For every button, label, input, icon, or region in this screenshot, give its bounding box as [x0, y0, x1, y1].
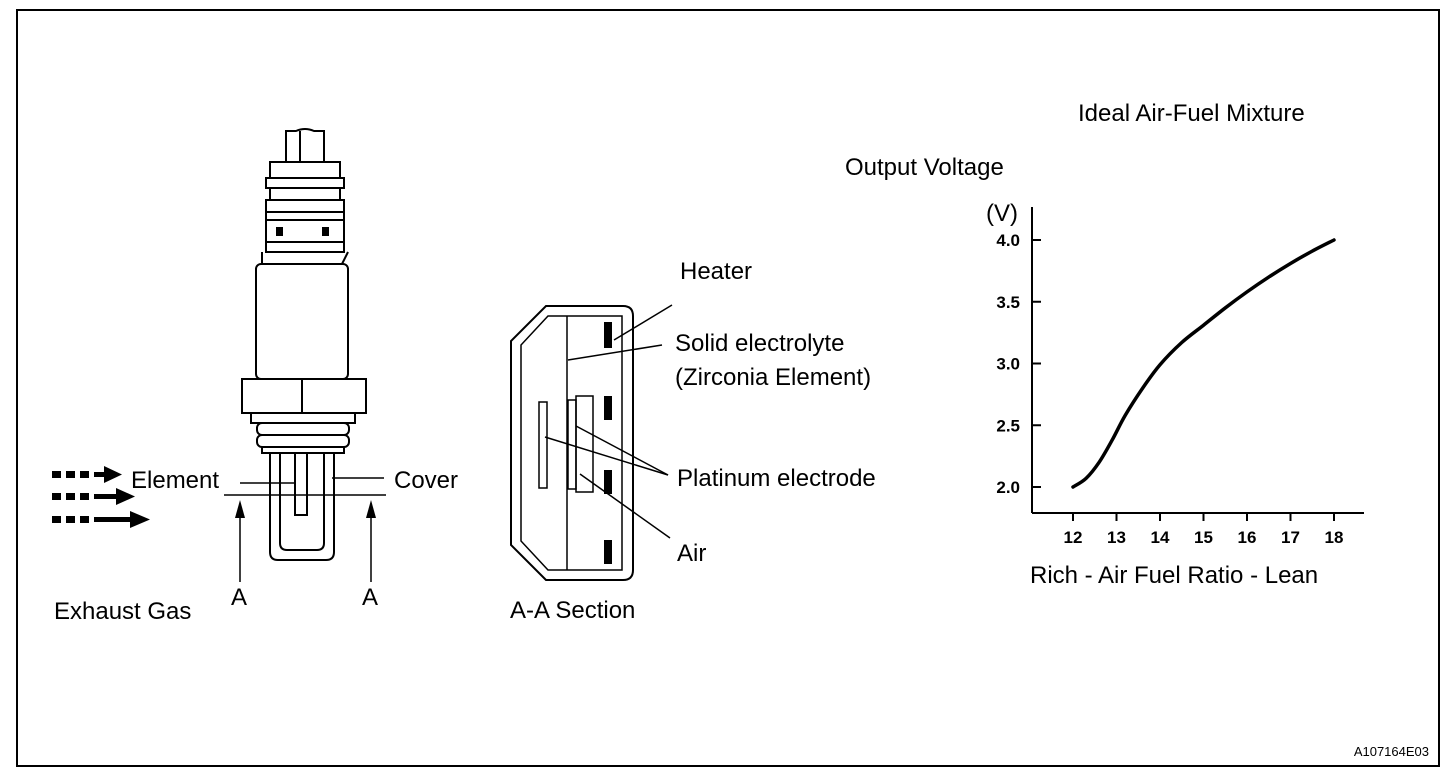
section-arrow-left-head: [235, 500, 245, 518]
solid-electrolyte-leader-line: [567, 344, 663, 361]
chart-marks: 12 13 14 15 16 17 18 2.0 2.5 3.0 3.5 4.0: [996, 231, 1343, 547]
section-mark-right: A: [362, 584, 378, 611]
section-leader-lines: [544, 304, 673, 539]
exhaust-gas-arrows: [52, 466, 150, 528]
sensor-terminal: [285, 128, 325, 164]
chart-y-tick-label: 2.0: [996, 478, 1020, 497]
sensor-boot-segment: [269, 161, 341, 179]
sensor-boot-hole: [322, 227, 329, 236]
exhaust-gas-label: Exhaust Gas: [54, 598, 191, 625]
chart-x-tick-label: 14: [1151, 528, 1170, 547]
platinum-electrode-label: Platinum electrode: [677, 465, 876, 492]
heater-element: [604, 540, 612, 564]
sensor-boot-segment: [265, 211, 345, 221]
air-label: Air: [677, 540, 706, 567]
sensor-thread: [250, 412, 356, 424]
sensor-boot-segment: [269, 187, 341, 201]
chart-y-tick-label: 3.0: [996, 355, 1020, 374]
air-leader-line: [579, 473, 671, 539]
exhaust-arrow: [52, 488, 135, 505]
chart-y-axis-unit: (V): [986, 200, 1018, 227]
sensor-hex-nut: [241, 378, 367, 414]
sensor-boot-segment: [265, 177, 345, 189]
chart-x-axis-label: Rich - Air Fuel Ratio - Lean: [1030, 562, 1318, 589]
chart-y-tick-label: 2.5: [996, 416, 1020, 435]
heater-element: [604, 470, 612, 494]
sensor-body: [255, 263, 349, 380]
exhaust-arrow: [52, 466, 122, 483]
chart-y-tick-label: 3.5: [996, 293, 1020, 312]
sensor-element-tip: [294, 452, 308, 516]
chart-x-tick-label: 15: [1194, 528, 1213, 547]
chart-series-line: [1071, 238, 1336, 489]
section-inner-shell: [520, 315, 623, 571]
chart-x-tick-label: 12: [1064, 528, 1083, 547]
heater-element: [604, 396, 612, 420]
sensor-boot-segment: [265, 199, 345, 213]
sensor-cover-inner: [279, 453, 325, 551]
air-chamber: [575, 395, 594, 493]
chart-y-axis-label: Output Voltage: [845, 154, 1004, 181]
element-label: Element: [131, 467, 219, 494]
voltage-chart: Ideal Air-Fuel Mixture Output Voltage (V…: [845, 100, 1364, 589]
heater-leader-line: [613, 304, 673, 341]
section-mark-left: A: [231, 584, 247, 611]
oxygen-sensor-drawing: [241, 128, 367, 561]
heater-label: Heater: [680, 258, 752, 285]
section-title: A-A Section: [510, 597, 635, 624]
sensor-boot-hole: [276, 227, 283, 236]
chart-y-tick-label: 4.0: [996, 231, 1020, 250]
platinum-electrode-outer: [538, 401, 548, 489]
sensor-boot-segment: [265, 241, 345, 253]
page-frame: [16, 9, 1440, 767]
exhaust-arrow: [52, 511, 150, 528]
figure-code: A107164E03: [1354, 744, 1429, 759]
chart-x-tick-label: 13: [1107, 528, 1126, 547]
heater-element: [604, 322, 612, 348]
chart-x-tick-label: 18: [1325, 528, 1344, 547]
platinum-electrode-leader-line: [575, 425, 669, 476]
solid-electrolyte-label: Solid electrolyte: [675, 330, 844, 357]
sensor-neck-line: [341, 251, 349, 265]
section-arrow-right-head: [366, 500, 376, 518]
chart-x-tick-label: 16: [1238, 528, 1257, 547]
sensor-thread: [256, 422, 350, 436]
chart-title: Ideal Air-Fuel Mixture: [1078, 100, 1305, 127]
zirconia-element-label: (Zirconia Element): [675, 364, 871, 391]
section-outer-shell: [510, 305, 634, 581]
platinum-electrode-leader-line: [544, 436, 669, 476]
sensor-thread: [256, 434, 350, 448]
section-view-drawing: [510, 305, 634, 581]
heater-elements: [604, 322, 612, 564]
cover-label: Cover: [394, 467, 458, 494]
chart-x-tick-label: 17: [1281, 528, 1300, 547]
